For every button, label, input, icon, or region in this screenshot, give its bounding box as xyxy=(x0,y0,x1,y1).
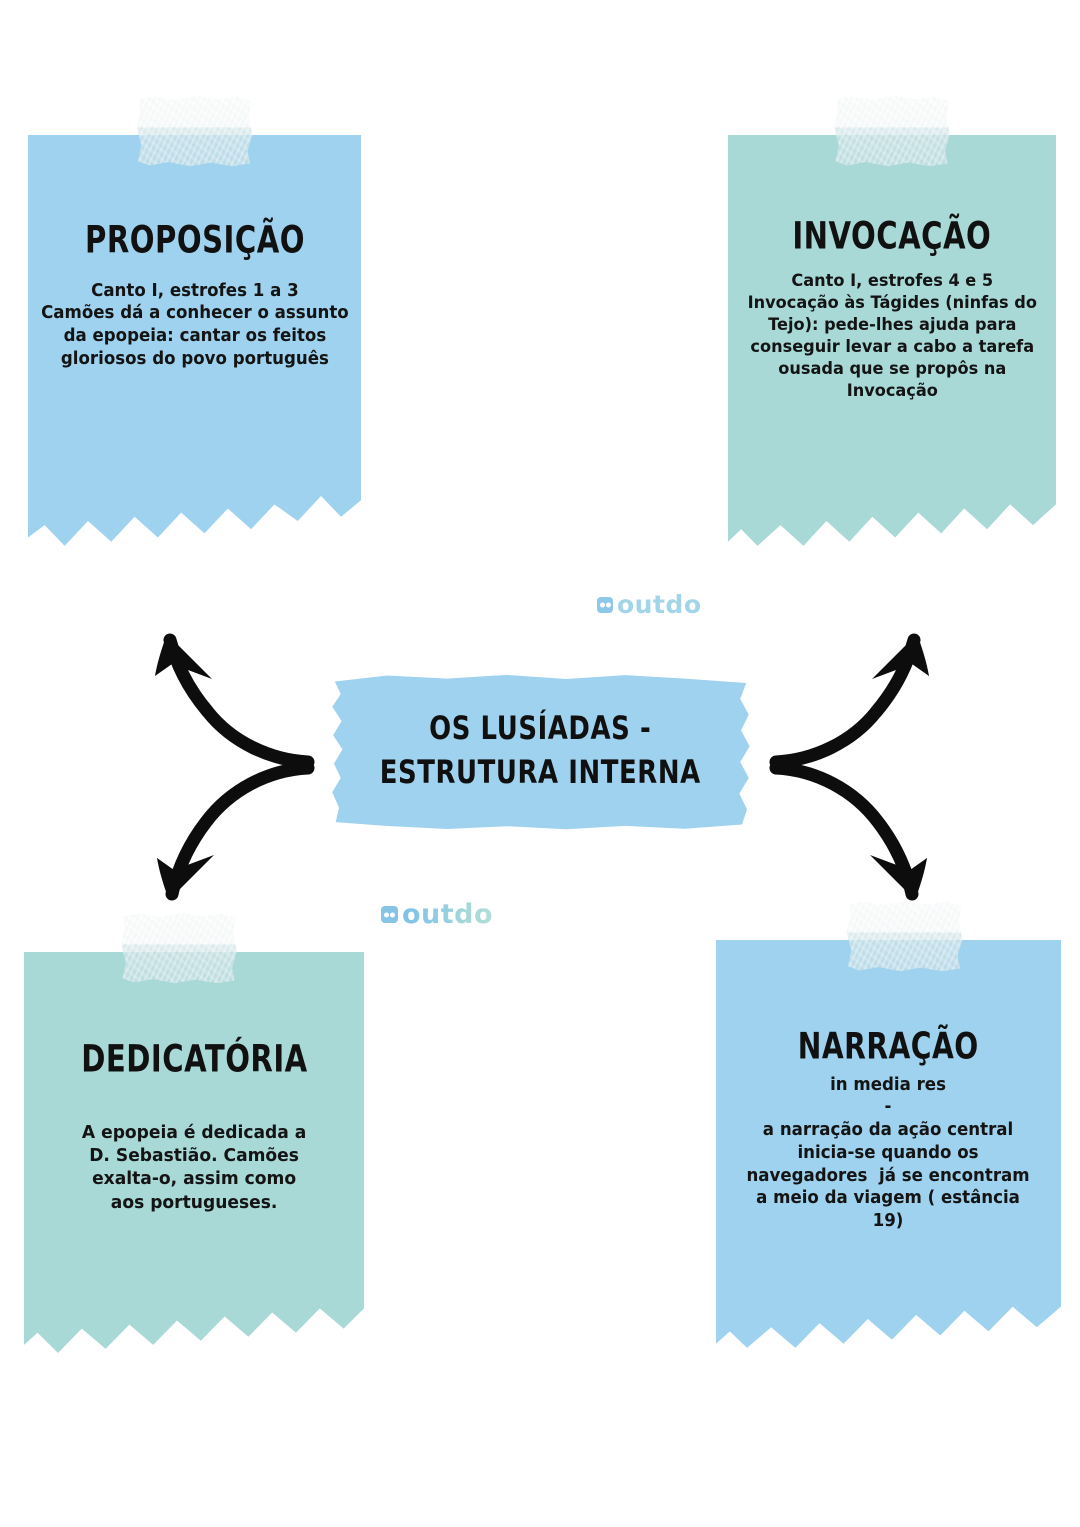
card-paper-proposicao xyxy=(28,135,361,546)
washi-tape-narracao xyxy=(846,900,963,972)
card-text-invocacao: Canto I, estrofes 4 e 5 Invocação às Tág… xyxy=(747,270,1036,403)
card-line: - xyxy=(885,1097,892,1118)
card-dedicatoria[interactable]: DEDICATÓRIA A epopeia é dedicada a D. Se… xyxy=(24,912,364,1357)
center-title-line-1: OS LUSÍADAS - xyxy=(429,710,652,748)
arrow-to-narracao xyxy=(769,761,927,901)
card-line: conseguir levar a cabo a tarefa xyxy=(750,336,1034,357)
card-line: Invocação às Tágides (ninfas do xyxy=(747,292,1037,313)
card-line: Tejo): pede-lhes ajuda para xyxy=(767,314,1017,335)
card-paper-dedicatoria xyxy=(24,952,364,1353)
center-banner[interactable]: OS LUSÍADAS - ESTRUTURA INTERNA xyxy=(328,672,753,830)
card-line: in media res xyxy=(830,1074,947,1095)
card-text-proposicao: Canto I, estrofes 1 a 3 Camões dá a conh… xyxy=(41,280,349,371)
card-line: a meio da viagem ( estância xyxy=(756,1188,1021,1209)
center-banner-text: OS LUSÍADAS - ESTRUTURA INTERNA xyxy=(380,707,701,795)
center-banner-paint xyxy=(332,674,750,830)
washi-tape-proposicao xyxy=(136,95,253,167)
card-line: gloriosos do povo português xyxy=(60,348,329,369)
card-line: A epopeia é dedicada a xyxy=(81,1121,307,1143)
card-line: a narração da ação central xyxy=(763,1120,1014,1140)
arrow-to-dedicatoria xyxy=(157,761,315,901)
card-invocacao[interactable]: INVOCAÇÃO Canto I, estrofes 4 e 5 Invoca… xyxy=(728,95,1056,550)
card-text-dedicatoria: A epopeia é dedicada a D. Sebastião. Cam… xyxy=(82,1121,306,1215)
card-title-proposicao: PROPOSIÇÃO xyxy=(84,218,305,263)
card-line: D. Sebastião. Camões xyxy=(89,1144,299,1166)
card-line: Camões dá a conhecer o assunto xyxy=(40,303,349,324)
card-line: exalta-o, assim como xyxy=(91,1168,297,1190)
card-line: Canto I, estrofes 4 e 5 xyxy=(791,270,993,291)
card-title-invocacao: INVOCAÇÃO xyxy=(792,214,992,259)
card-text-narracao: in media res - a narração da ação centra… xyxy=(747,1074,1030,1233)
card-title-dedicatoria: DEDICATÓRIA xyxy=(80,1037,308,1082)
card-proposicao[interactable]: PROPOSIÇÃO Canto I, estrofes 1 a 3 Camõe… xyxy=(28,95,361,550)
card-line: aos portugueses. xyxy=(110,1191,278,1213)
washi-tape-invocacao xyxy=(834,95,950,167)
card-line: navegadores já se encontram xyxy=(746,1165,1031,1186)
washi-tape-dedicatoria xyxy=(121,912,237,984)
watermark-outdo-lower: outdo xyxy=(381,899,493,930)
card-paper-narracao xyxy=(716,940,1061,1348)
card-line: 19) xyxy=(873,1211,904,1231)
arrow-to-invocacao xyxy=(769,633,929,769)
card-line: Invocação xyxy=(846,381,938,402)
card-line: ousada que se propôs na xyxy=(778,358,1006,379)
watermark-outdo-upper: outdo xyxy=(597,590,702,619)
watermark-label: outdo xyxy=(617,590,702,619)
card-title-narracao: NARRAÇÃO xyxy=(798,1025,979,1069)
watermark-label: outdo xyxy=(402,899,494,930)
card-narracao[interactable]: NARRAÇÃO in media res - a narração da aç… xyxy=(716,900,1061,1352)
arrow-to-proposicao xyxy=(155,633,315,769)
card-line: Canto I, estrofes 1 a 3 xyxy=(90,280,299,301)
card-paper-invocacao xyxy=(728,135,1056,546)
card-line: da epopeia: cantar os feitos xyxy=(63,326,326,347)
card-line: inicia-se quando os xyxy=(797,1142,980,1163)
outdo-logo-icon xyxy=(381,906,398,923)
outdo-logo-icon xyxy=(597,596,613,613)
center-title-line-2: ESTRUTURA INTERNA xyxy=(379,754,702,792)
